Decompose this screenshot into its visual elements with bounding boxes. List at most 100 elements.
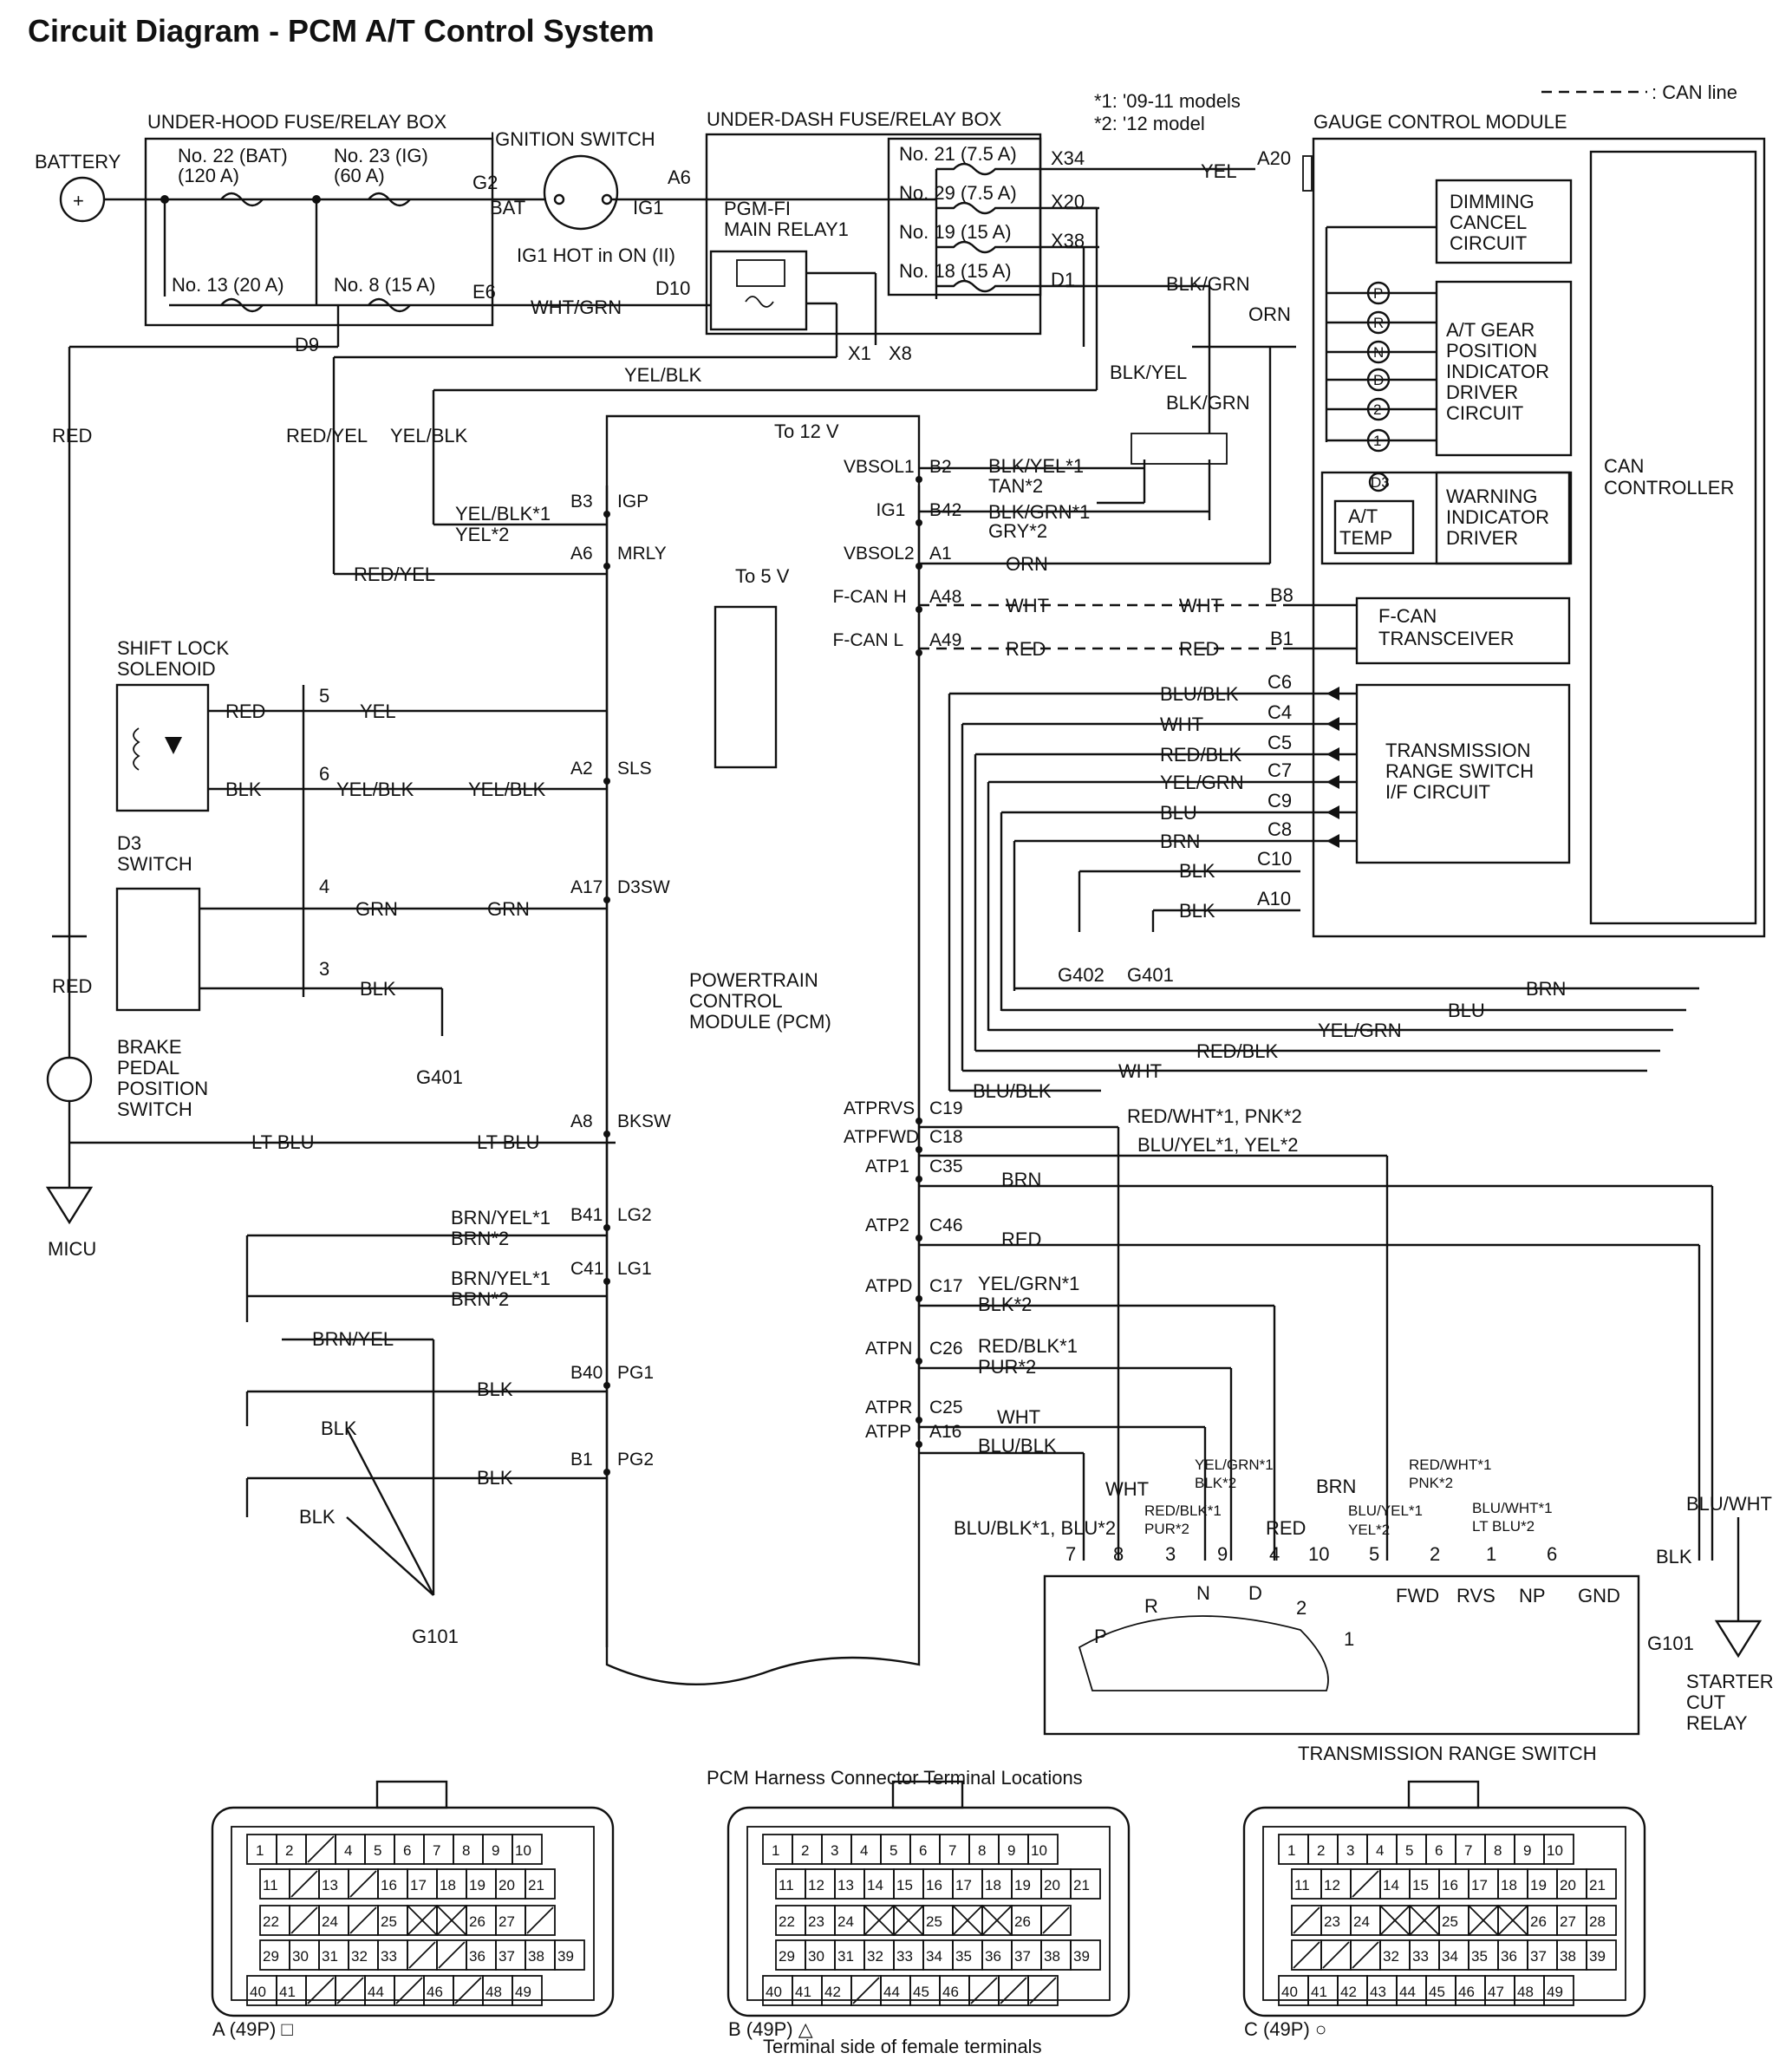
dimming-cancel-circuit [1435,179,1573,264]
d3-2: SWITCH [117,853,192,875]
connector-cell: 16 [1442,1877,1458,1893]
atgear-5: CIRCUIT [1446,402,1523,424]
gear-letter: N [1373,344,1384,361]
connector-cell: 16 [926,1877,942,1893]
fuse-23-symbol [368,192,411,207]
wire-blk-d3: BLK [360,978,396,1000]
trs-if-2: RANGE SWITCH [1385,760,1534,782]
connector-cell: 25 [926,1913,942,1930]
trs-if-3: I/F CIRCUIT [1385,781,1490,803]
pcm-1: POWERTRAIN [689,969,818,991]
pcm-signal: BKSW [617,1111,671,1131]
connector-cell: 38 [528,1948,544,1965]
connector-cell: 32 [351,1948,368,1965]
d3-1: D3 [117,832,141,854]
wire-red-wht1-trs: RED/WHT*1 [1409,1457,1491,1473]
pcm-right-signal: ATPN [865,1339,912,1359]
wire-yel-top: YEL [1201,160,1237,182]
connector-cell: 1 [256,1842,264,1859]
wire-red-wht-pnk: RED/WHT*1, PNK*2 [1127,1105,1302,1127]
wire-yel-grn1-trs: YEL/GRN*1 [1195,1457,1274,1473]
connector-cell: 40 [766,1984,782,2000]
connector-cell: 28 [1589,1913,1606,1930]
dimming-line-3: CIRCUIT [1450,232,1527,254]
term-x1: X1 [848,342,871,364]
connector-cell: 23 [1324,1913,1340,1930]
pcm-3: MODULE (PCM) [689,1011,831,1033]
wire-blk2-c17: BLK*2 [978,1294,1032,1315]
ground-g402: G402 [1058,964,1105,986]
connector-cell: 40 [1281,1984,1298,2000]
connector-cell: 25 [1442,1913,1458,1930]
micu-label: MICU [48,1238,96,1260]
fuse-29-label: No. 29 (7.5 A) [899,182,1017,204]
connector-cell: 27 [1560,1913,1576,1930]
wire-yel-blk-top: YEL/BLK [624,364,702,386]
connector-cell: 22 [779,1913,795,1930]
under-hood-label: UNDER-HOOD FUSE/RELAY BOX [147,111,446,133]
connector-cell: 37 [499,1948,515,1965]
wire-red-yel-2: RED/YEL [354,564,435,585]
wire-blk-c10: BLK [1179,860,1215,882]
shift-lock-solenoid [115,683,210,812]
wire-red-blk1-trs: RED/BLK*1 [1144,1502,1222,1519]
pcm-2: CONTROL [689,990,783,1012]
connector-cell: 34 [926,1948,942,1965]
fuse-23-rating: (60 A) [334,165,385,186]
wire-blk-grn-mid: BLK/GRN [1166,392,1250,414]
under-dash-label: UNDER-DASH FUSE/RELAY BOX [707,108,1002,130]
connector-cell: 30 [292,1948,309,1965]
connector-cell: 21 [1073,1877,1090,1893]
wire-blu-yel-yel: BLU/YEL*1, YEL*2 [1137,1134,1299,1156]
term-g2: G2 [472,172,498,193]
wire-blk-trs-gnd: BLK [1656,1546,1692,1567]
connector-cell: 11 [779,1877,794,1893]
at-temp-block [1333,499,1415,555]
at-temp-1: A/T [1348,505,1378,527]
connector-cell: 16 [381,1877,397,1893]
connector-cell: 3 [1346,1842,1354,1859]
connector-cell: 26 [1014,1913,1031,1930]
pcm-right-signal: VBSOL1 [844,457,915,477]
gear-circle-R [1366,310,1391,335]
note-2: *2: '12 model [1094,113,1205,134]
term-ig1: IG1 [633,197,663,218]
wire-pur2-trs: PUR*2 [1144,1521,1189,1537]
trs-position-label: N [1196,1582,1210,1604]
warning-3: DRIVER [1446,527,1518,549]
connector-name: B (49P) △ [728,2018,813,2040]
pcm-pin: B3 [570,492,593,512]
wire-yel-sls: YEL [360,701,396,722]
connector-cell: 39 [557,1948,574,1965]
connector-cell: 13 [322,1877,338,1893]
note-1: *1: '09-11 models [1094,90,1241,112]
wire-red-canl: RED [1006,638,1046,660]
pcm-right-signal: ATPD [865,1276,912,1296]
wire-red-blk-c26: RED/BLK*1 [978,1335,1078,1357]
fuse-21-label: No. 21 (7.5 A) [899,143,1017,165]
trs-if-wire: BLU [1160,802,1197,824]
fuse-8-label: No. 8 (15 A) [334,274,435,296]
can-line-legend: : CAN line [1652,81,1737,103]
pcm-signal: D3SW [617,877,670,897]
connector-cell: 21 [528,1877,544,1893]
connector-cell: 31 [837,1948,854,1965]
connector-cell: 44 [1399,1984,1416,2000]
wire-red-lower: RED [52,975,92,997]
connector-cell: 20 [1560,1877,1576,1893]
connector-cell: 40 [250,1984,266,2000]
wire-red-sls: RED [225,701,265,722]
connector-cell: 6 [403,1842,411,1859]
under-hood-fuse-box [144,137,494,327]
wire-blk-b1b: BLK [299,1506,336,1528]
trs-position-label: NP [1519,1585,1546,1607]
wire-grn-1: GRN [355,898,398,920]
trs-if-terminal: C9 [1267,790,1292,811]
connector-cell: 14 [1383,1877,1399,1893]
connector-cell: 33 [1412,1948,1429,1965]
term-d10: D10 [655,277,690,299]
term-x38: X38 [1051,230,1085,251]
gear-letter: D [1373,372,1384,388]
